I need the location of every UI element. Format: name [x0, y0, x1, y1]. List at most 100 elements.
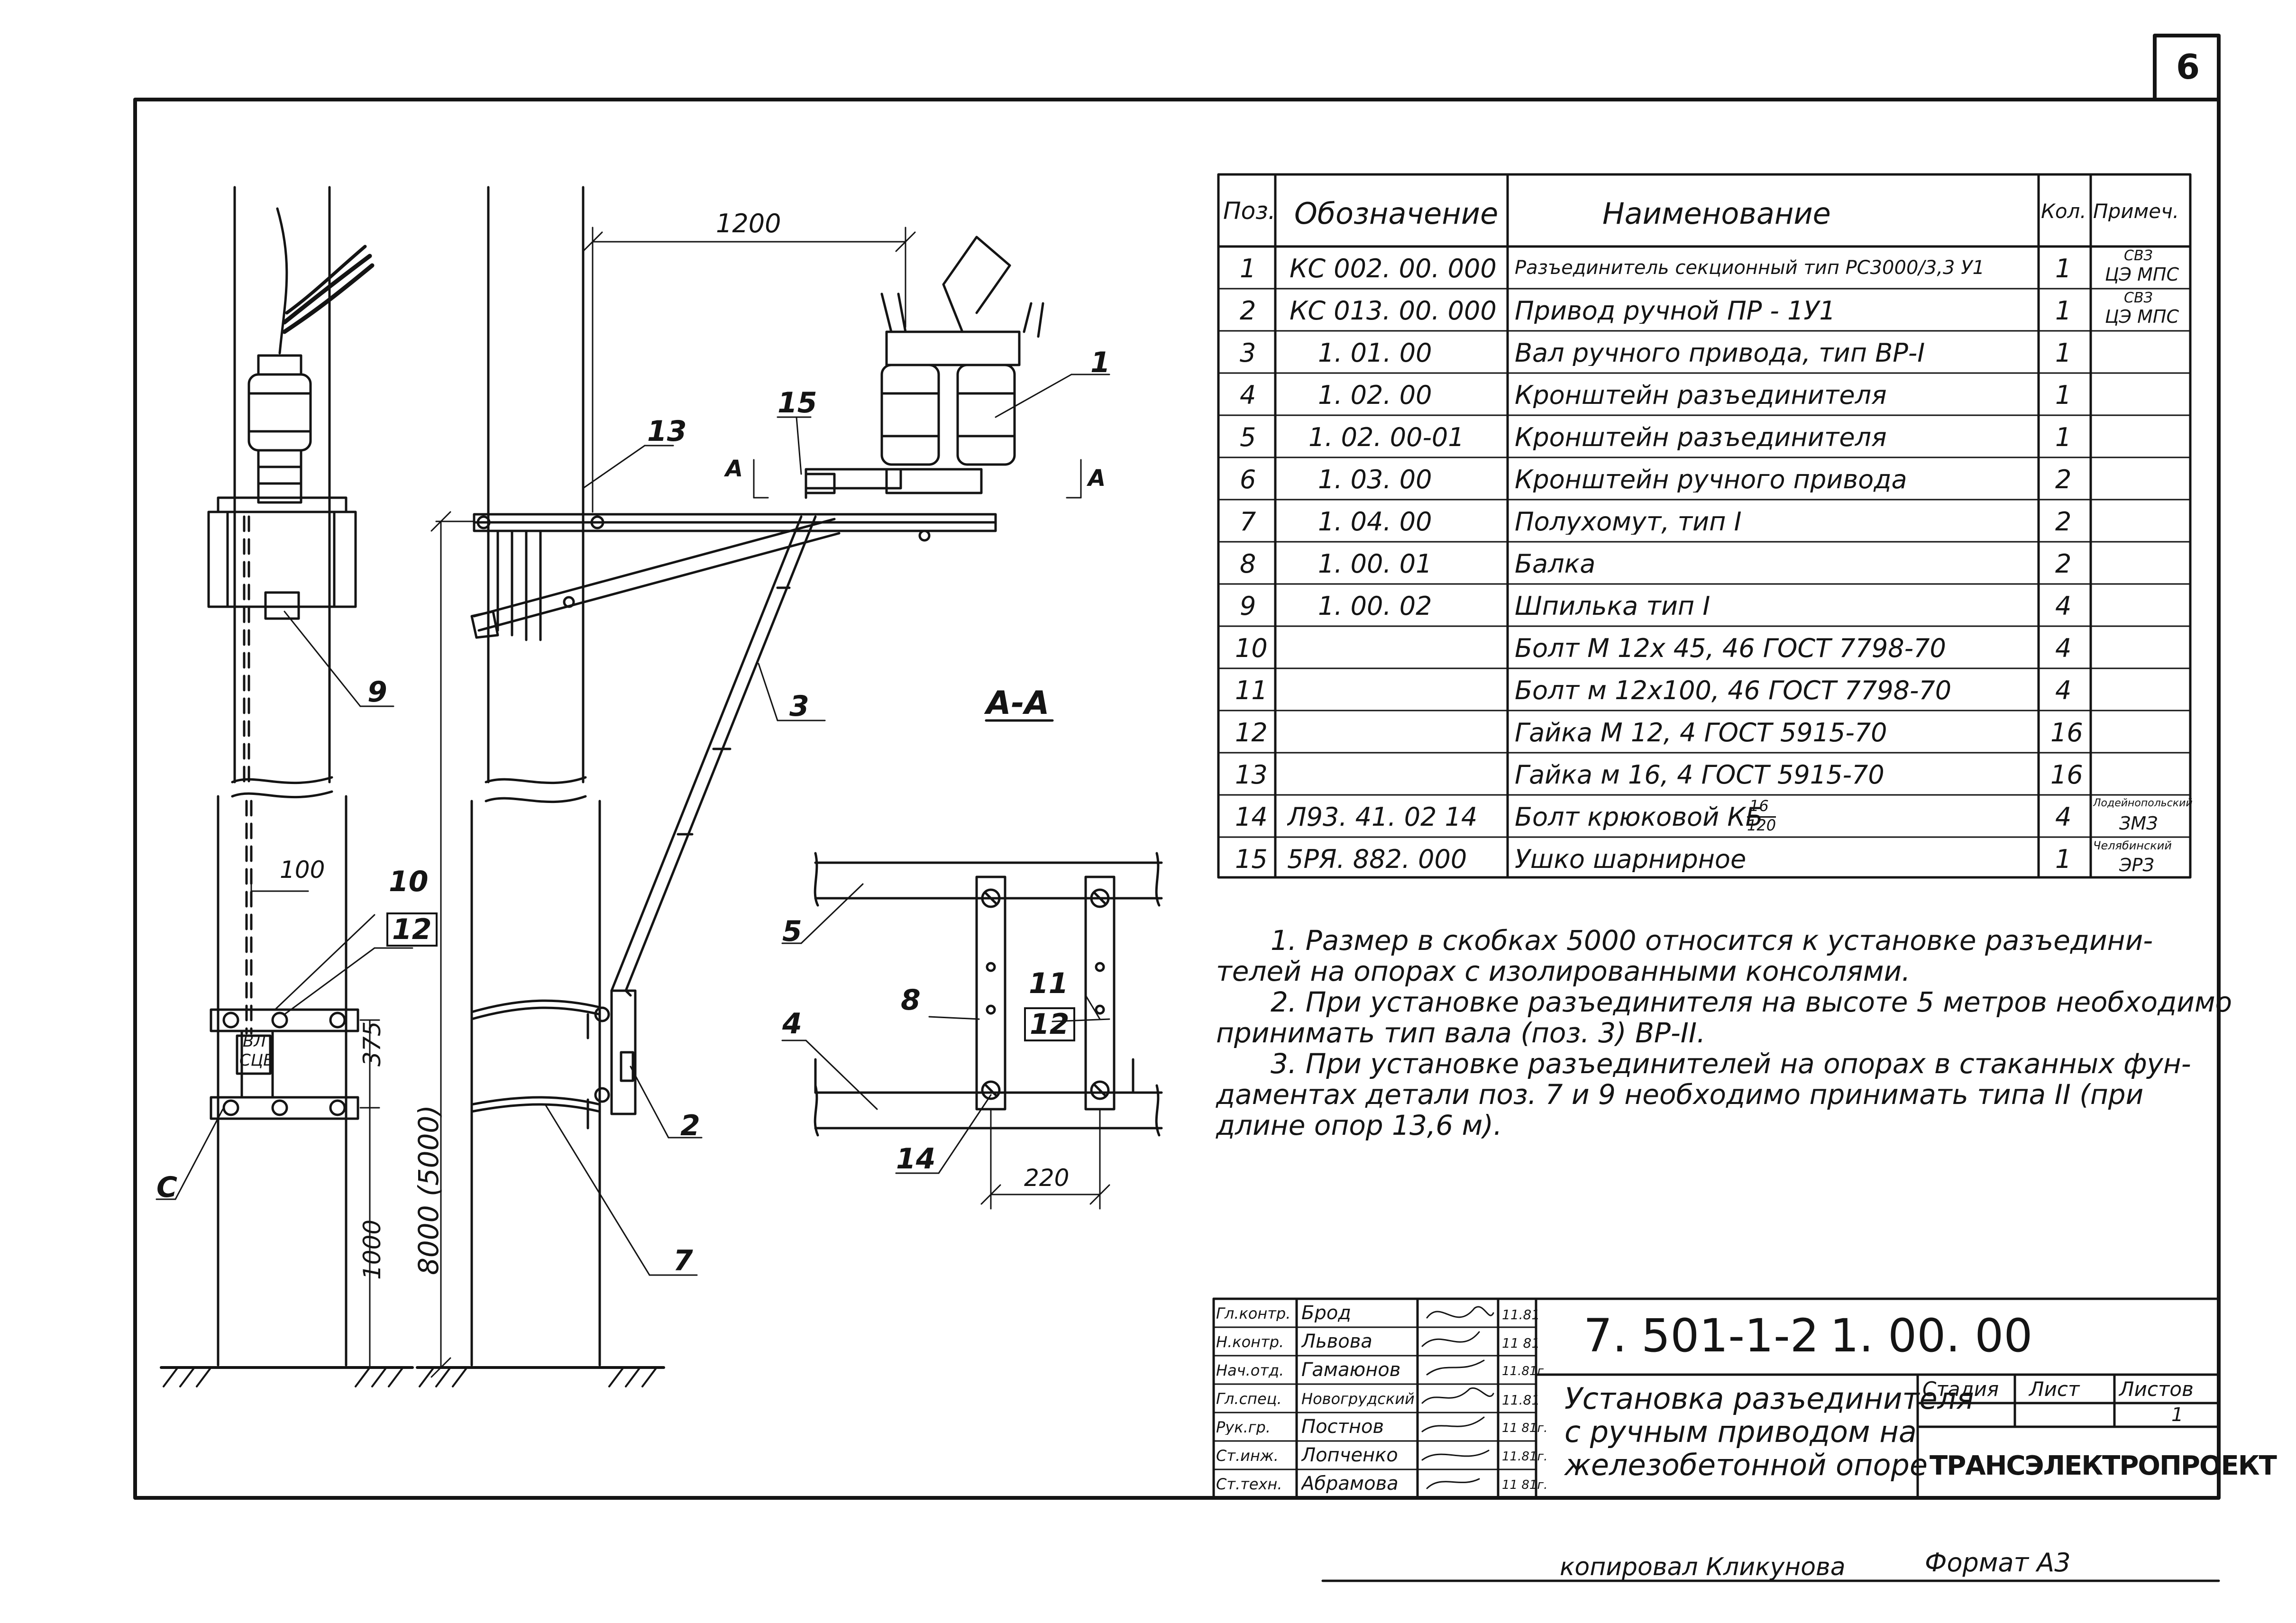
- spec-note-top: Челябинский: [2093, 840, 2172, 851]
- spec-name: Гайка М 12, 4 ГОСТ 5915-70: [1515, 720, 1887, 746]
- spec-pos: 14: [1235, 804, 1268, 830]
- callout-12-section: 12: [1024, 1007, 1075, 1041]
- spec-pos: 10: [1235, 636, 1268, 661]
- staff-name: Львова: [1301, 1332, 1372, 1351]
- section-mark-left: A: [725, 456, 743, 482]
- spec-qty: 16: [2050, 720, 2083, 746]
- spec-name: Болт крюковой КБ: [1515, 804, 1763, 830]
- callout-7: 7: [673, 1244, 693, 1277]
- dim-1200: 1200: [716, 209, 781, 238]
- sheets-value: 1: [2171, 1404, 2184, 1426]
- spec-name: Вал ручного привода, тип ВР-I: [1515, 340, 1925, 366]
- spec-pos: 1: [1240, 256, 1256, 282]
- note-line: длине опор 13,6 м).: [1216, 1109, 1502, 1141]
- staff-role: Рук.гр.: [1216, 1420, 1271, 1435]
- staff-name: Абрамова: [1301, 1474, 1399, 1493]
- spec-qty: 1: [2055, 383, 2072, 408]
- callout-2: 2: [680, 1109, 700, 1142]
- spec-designation: Л93. 41. 02 14: [1287, 804, 1478, 830]
- staff-date: 11.81: [1502, 1394, 1540, 1407]
- spec-pos: 9: [1240, 593, 1256, 619]
- dim-220: 220: [1024, 1164, 1070, 1192]
- spec-name: Привод ручной ПР - 1У1: [1515, 298, 1836, 324]
- staff-role: Н.контр.: [1216, 1334, 1284, 1349]
- section-a-a-dimensions: [781, 883, 1110, 1210]
- spec-pos: 5: [1240, 425, 1256, 450]
- spec-pos: 8: [1240, 551, 1256, 577]
- spec-qty: 1: [2055, 847, 2072, 872]
- pole-label-scb: СЦБ: [239, 1051, 274, 1070]
- spec-designation: 1. 04. 00: [1318, 509, 1432, 535]
- spec-qty: 1: [2055, 340, 2072, 366]
- callout-12-left: 12: [386, 912, 438, 947]
- spec-qty: 4: [2055, 636, 2072, 661]
- spec-name: Болт М 12х 45, 46 ГОСТ 7798-70: [1515, 636, 1946, 661]
- spec-designation: 1. 00. 02: [1318, 593, 1432, 619]
- spec-name: Гайка м 16, 4 ГОСТ 5915-70: [1515, 762, 1884, 788]
- spec-note: ЗМЗ: [2119, 814, 2158, 832]
- staff-name: Брод: [1301, 1304, 1351, 1322]
- staff-date: 11.81г.: [1502, 1365, 1548, 1377]
- callout-9: 9: [367, 675, 387, 709]
- spec-name: Кронштейн разъединителя: [1515, 425, 1887, 450]
- callout-13: 13: [647, 415, 687, 448]
- dim-100: 100: [280, 856, 325, 884]
- spec-note-top: Лодейнопольский: [2093, 798, 2193, 809]
- title-block-grid: [1212, 1297, 2220, 1499]
- spec-note: ЭРЗ: [2119, 856, 2154, 874]
- staff-role: Ст.инж.: [1216, 1448, 1279, 1463]
- sheet-frame: [133, 34, 2221, 1582]
- spec-note: ЦЭ МПС: [2105, 308, 2179, 326]
- staff-name: Лопченко: [1301, 1446, 1398, 1465]
- dim-1000: 1000: [358, 1219, 386, 1280]
- ground-hatch-left: [163, 1367, 404, 1387]
- staff-role: Гл.спец.: [1216, 1391, 1282, 1406]
- spec-qty: 2: [2055, 467, 2072, 492]
- spec-pos: 13: [1235, 762, 1268, 788]
- spec-header-pos: Поз.: [1223, 199, 1276, 223]
- sheet-label: Лист: [2029, 1377, 2080, 1401]
- spec-pos: 12: [1235, 720, 1268, 746]
- spec-header-designation: Обозначение: [1294, 199, 1499, 228]
- document-code: 7. 501-1-2: [1583, 1309, 1819, 1362]
- callout-15: 15: [778, 386, 817, 419]
- spec-note-top: СВЗ: [2124, 291, 2153, 305]
- ground-hatch-middle: [419, 1367, 658, 1387]
- spec-name-fraction-top: 16: [1749, 798, 1769, 813]
- middle-view-dimensions: [430, 227, 1110, 1378]
- spec-qty: 4: [2055, 593, 2072, 619]
- staff-name: Новогрудский: [1301, 1391, 1415, 1406]
- staff-role: Нач.отд.: [1216, 1363, 1284, 1378]
- drawing-title-line-3: железобетонной опоре: [1564, 1448, 1928, 1482]
- spec-pos: 3: [1240, 340, 1256, 366]
- spec-pos: 6: [1240, 467, 1256, 492]
- note-line: 2. При установке разъединителя на высоте…: [1271, 986, 2232, 1018]
- spec-pos: 7: [1240, 509, 1256, 535]
- spec-qty: 4: [2055, 804, 2072, 830]
- section-mark-right: A: [1088, 465, 1106, 492]
- spec-header-qty: Кол.: [2041, 201, 2086, 221]
- callout-3: 3: [789, 690, 809, 723]
- spec-pos: 15: [1235, 847, 1268, 872]
- paper-format: Формат А3: [1925, 1548, 2071, 1577]
- page-number: 6: [2176, 47, 2200, 87]
- note-line: принимать тип вала (поз. 3) ВР-II.: [1216, 1017, 1706, 1049]
- callout-8: 8: [901, 984, 921, 1017]
- stage-label: Стадия: [1922, 1377, 1999, 1401]
- dim-375: 375: [358, 1021, 386, 1067]
- spec-name-fraction-bottom: 120: [1747, 816, 1776, 833]
- callout-11: 11: [1029, 967, 1069, 1000]
- left-pole-front-view: [160, 186, 414, 1387]
- staff-date: 11.81: [1502, 1308, 1540, 1322]
- spec-qty: 2: [2055, 509, 2072, 535]
- spec-qty: 16: [2050, 762, 2083, 788]
- spec-name: Кронштейн ручного привода: [1515, 467, 1907, 492]
- staff-name: Постнов: [1301, 1417, 1384, 1436]
- spec-designation: 1. 00. 01: [1318, 551, 1432, 577]
- spec-name: Полухомут, тип I: [1515, 509, 1742, 535]
- drawing-title-line-1: Установка разъединителя: [1564, 1381, 1974, 1416]
- copied-by: копировал Кликунова: [1560, 1553, 1846, 1581]
- staff-date: 11 81: [1502, 1337, 1540, 1350]
